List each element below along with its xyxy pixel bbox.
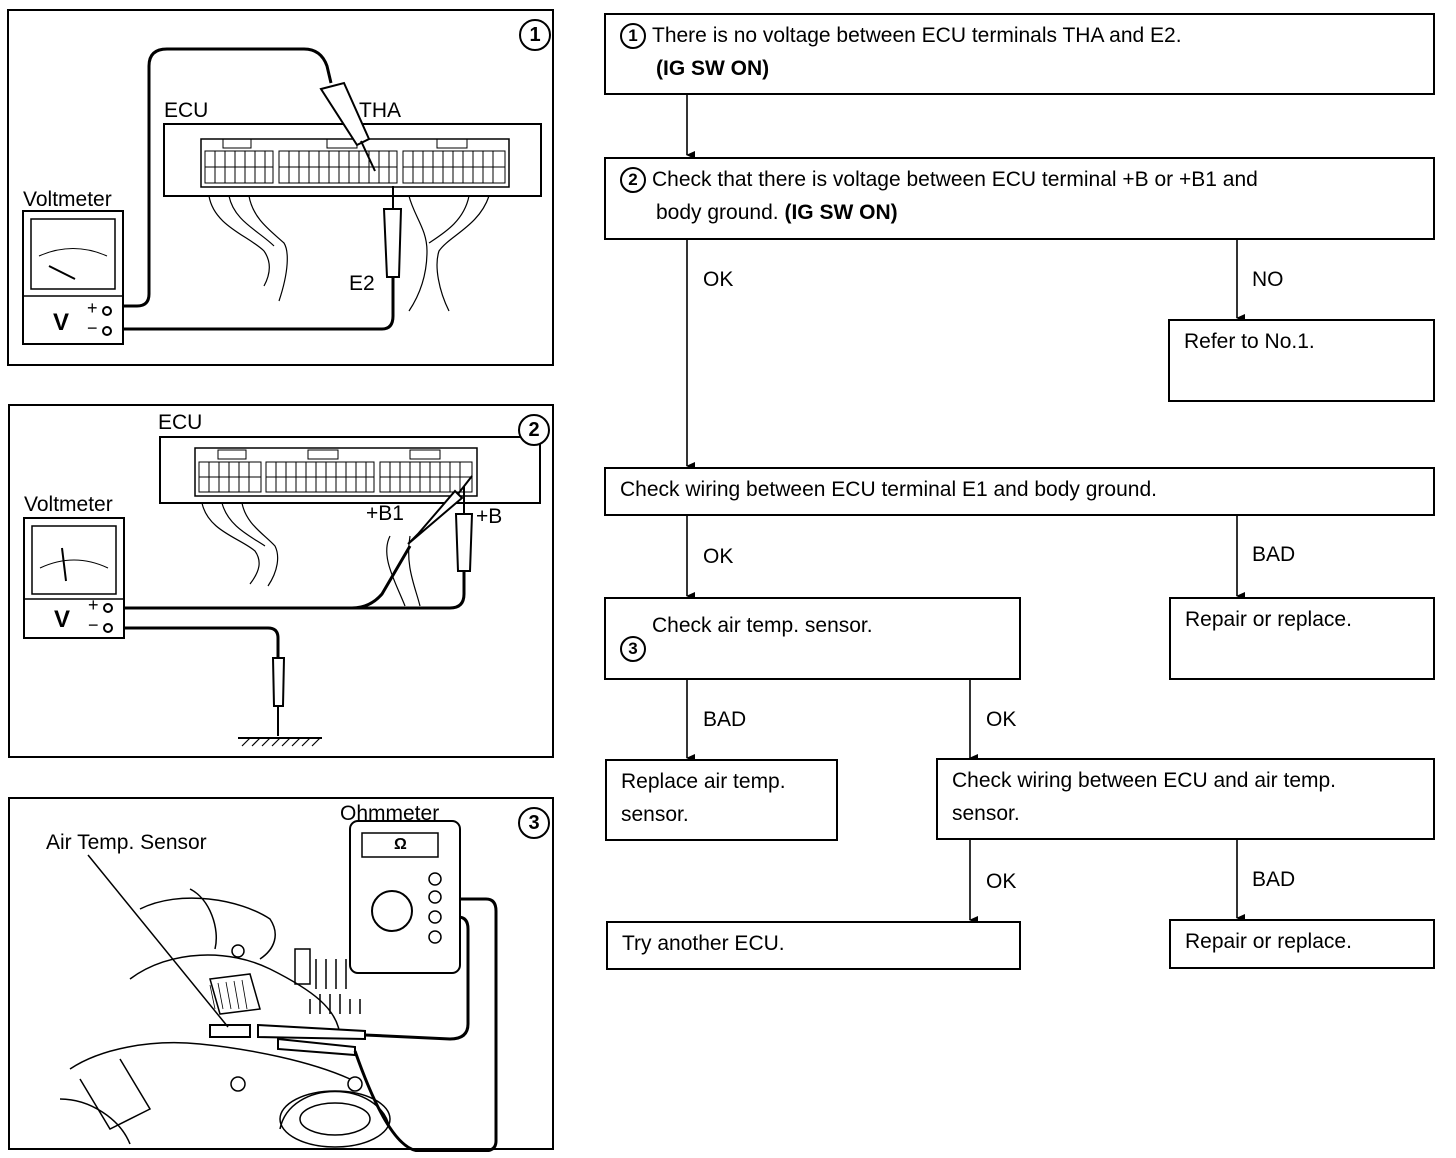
voltmeter-label: Voltmeter <box>23 188 112 211</box>
ecu-label: ECU <box>158 411 203 434</box>
volt-symbol: V <box>53 309 70 336</box>
panel-number-badge: 3 <box>518 807 550 839</box>
check-wiring-text-cont: sensor. <box>952 802 1020 825</box>
panel-number-badge: 1 <box>519 19 551 51</box>
edge-label-ok: OK <box>703 268 734 291</box>
air-temp-sensor-label: Air Temp. Sensor <box>46 831 207 854</box>
step-1-condition: (IG SW ON) <box>656 57 770 80</box>
check-wiring-text: Check wiring between ECU and air temp. <box>952 769 1337 792</box>
step-number-badge: 3 <box>620 636 646 662</box>
minus-terminal-label: − <box>88 615 99 635</box>
flow-repair-1: Repair or replace. <box>1169 597 1435 680</box>
power-check-illustration <box>23 436 541 747</box>
try-ecu-text: Try another ECU. <box>622 932 785 955</box>
refer-text: Refer to No.1. <box>1184 330 1315 353</box>
step-number-badge: 1 <box>620 23 646 50</box>
edge-label-bad: BAD <box>703 708 747 731</box>
figure-panel-1: ECU THA E2 Voltmeter V + − 1 <box>7 9 554 366</box>
step-2-condition: (IG SW ON) <box>784 201 898 224</box>
figure-panel-3: Air Temp. Sensor Ohmmeter Ω 3 <box>8 797 554 1152</box>
e2-label: E2 <box>349 272 375 295</box>
edge-label-bad: BAD <box>1252 868 1296 891</box>
repair-text: Repair or replace. <box>1185 930 1352 953</box>
flow-check-e1: Check wiring between ECU terminal E1 and… <box>604 467 1435 516</box>
edge-label-ok: OK <box>703 545 734 568</box>
flow-try-ecu: Try another ECU. <box>606 921 1021 970</box>
minus-terminal-label: − <box>87 318 98 338</box>
edge-label-bad: BAD <box>1252 543 1296 566</box>
step-number-badge: 2 <box>620 167 646 194</box>
flow-step-3: 3 Check air temp. sensor. <box>604 597 1021 680</box>
flow-check-wiring: Check wiring between ECU and air temp. s… <box>936 758 1435 840</box>
edge-label-no: NO <box>1252 268 1284 291</box>
plus-terminal-label: + <box>87 298 98 318</box>
volt-symbol: V <box>54 606 71 633</box>
flow-step-2: 2 Check that there is voltage between ECU… <box>604 157 1435 240</box>
flow-replace-sensor: Replace air temp. sensor. <box>605 759 838 841</box>
plus-terminal-label: + <box>88 595 99 615</box>
panel-number-badge: 2 <box>518 414 550 446</box>
tha-label: THA <box>359 99 401 122</box>
edge-label-ok: OK <box>986 870 1017 893</box>
step-3-text: Check air temp. sensor. <box>652 614 873 637</box>
flow-step-1: 1 There is no voltage between ECU termina… <box>604 13 1435 95</box>
step-2-text: Check that there is voltage between ECU … <box>652 168 1258 191</box>
voltmeter-label: Voltmeter <box>24 493 113 516</box>
step-1-text: There is no voltage between ECU terminal… <box>652 24 1182 47</box>
repair-text: Repair or replace. <box>1185 608 1352 631</box>
ohm-symbol: Ω <box>394 836 407 853</box>
b1-terminal-label: +B1 <box>366 502 404 525</box>
flow-repair-2: Repair or replace. <box>1169 919 1435 969</box>
check-e1-text: Check wiring between ECU terminal E1 and… <box>620 478 1157 501</box>
ohmmeter-label: Ohmmeter <box>340 802 440 825</box>
replace-sensor-text-cont: sensor. <box>621 803 689 826</box>
b-terminal-label: +B <box>476 505 503 528</box>
step-2-text-cont: body ground. <box>656 201 779 224</box>
flow-refer-no1: Refer to No.1. <box>1168 319 1435 402</box>
ecu-label: ECU <box>164 99 209 122</box>
sensor-resistance-illustration <box>59 820 498 1152</box>
voltage-check-illustration <box>22 47 542 345</box>
edge-label-ok: OK <box>986 708 1017 731</box>
replace-sensor-text: Replace air temp. <box>621 770 786 793</box>
figure-panel-2: ECU Voltmeter +B1 +B V + − 2 <box>8 404 554 758</box>
